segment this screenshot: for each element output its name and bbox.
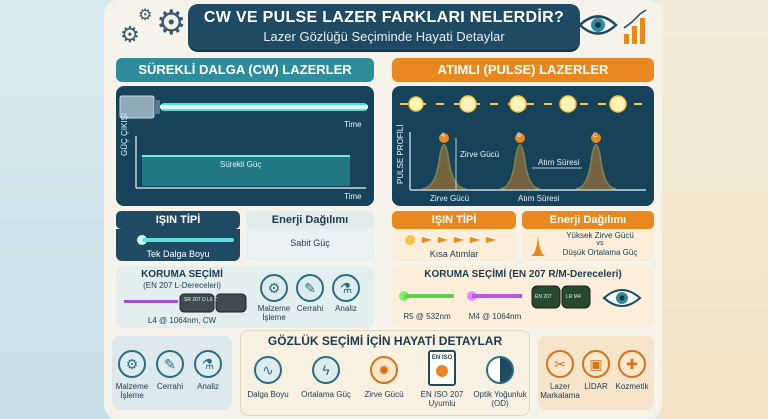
bottom-item-3: Zirve Gücü [364,390,404,399]
peak-power-label: Zirve Gücü [460,150,500,159]
pulse-glasses-text-left: EN 207 [535,294,552,300]
pulse-graph: A B C PULSE PROFİLİ Zirve Gücü Atım Süre… [392,86,654,206]
cosmetic-icon: ✚ [618,350,646,378]
pulse-xlabel-left: Zirve Gücü [430,194,470,203]
eye-icon [578,15,618,35]
laser-marking-icon: ✂ [546,350,574,378]
gear-icon: ⚙ [120,22,140,47]
cw-level-label: Sürekli Güç [220,160,262,169]
pulse-graph-ylabel: PULSE PROFİLİ [396,124,405,184]
peak-c-label: C [593,133,598,139]
chart-icon [623,9,647,44]
pulse-rating-purple: M4 @ 1064nm [468,312,522,321]
surgery-icon: ✎ [156,350,184,378]
page-header: CW VE PULSE LAZER FARKLARI NELERDİR? Laz… [188,4,580,50]
surgery-icon: ✎ [296,274,324,302]
left-icon-label-1: Malzeme İşleme [115,382,149,400]
cw-icon-label-3: Analiz [335,304,357,313]
cw-energy-title: Enerji Dağılımı [246,211,374,229]
peak-b-label: B [517,133,522,139]
mini-pulse-icon [530,236,546,256]
bottom-item-4: EN ISO 207 Uyumlu [420,390,464,408]
cw-protection-box: KORUMA SEÇİMİ (EN 207 L-Dereceleri) SR 2… [116,266,374,328]
cw-beam-line [137,235,234,245]
pulse-beam-type-text: Kısa Atımlar [429,249,479,259]
cw-graph-xlabel: Time [344,192,362,201]
pulse-xlabel-right: Atım Süresi [518,194,560,203]
cw-glasses-graphic [124,293,247,313]
cw-glasses-text: SR 207 D L6 Z [184,297,218,303]
optical-density-icon [486,356,514,384]
bottom-item-2: Ortalama Güç [301,390,351,399]
pulse-protection-graphic [399,285,642,309]
pulse-energy-box: Yüksek Zirve Gücü vs Düşük Ortalama Güç [522,229,654,261]
left-icon-label-3: Analiz [197,382,219,391]
power-icon: ϟ [312,356,340,384]
peak-sun-icon: ✹ [370,356,398,384]
page-subtitle: Lazer Gözlüğü Seçiminde Hayati Detaylar [263,29,505,44]
pulse-beam-type-title: IŞIN TİPİ [392,211,516,229]
pulse-energy-line1: Yüksek Zirve Gücü [566,231,634,240]
cw-icon-label-1: Malzeme İşleme [257,304,291,322]
pulse-section-title: ATIMLI (PULSE) LAZERLER [392,58,654,82]
cw-beam-type-box: Tek Dalga Boyu [116,229,240,261]
microscope-icon: ⚗ [332,274,360,302]
cw-protection-sub: (EN 207 L-Dereceleri) [143,281,221,290]
cw-protection-rating: L4 @ 1064nm, CW [147,316,217,325]
gear-icon: ⚙ [156,4,187,42]
certificate-icon: EN ISO [428,350,456,386]
pulse-energy-vs: vs [596,240,604,247]
left-background [0,0,110,419]
cw-beam-type-title: IŞIN TİPİ [116,211,240,229]
bottom-item-5: Optik Yoğunluk (OD) [473,390,527,408]
pulse-duration-label: Atım Süresi [538,158,580,167]
peak-a-label: A [441,133,446,139]
bottom-item-1: Dalga Boyu [247,390,289,399]
pulse-protection-title: KORUMA SEÇİMİ (EN 207 R/M-Dereceleri) [424,269,622,280]
pulse-protection-box: KORUMA SEÇİMİ (EN 207 R/M-Dereceleri) EN… [392,266,654,328]
pulse-rating-green: R5 @ 532nm [403,312,451,321]
cw-beam-type-text: Tek Dalga Boyu [146,249,210,259]
left-icon-label-2: Cerrahi [156,382,184,391]
cw-graph-ylabel: GÜÇ ÇIKIŞI [120,112,129,156]
cw-beam-graphic [119,95,368,189]
pulse-beam-type-box: Kısa Atımlar [392,229,516,261]
certificate-label: EN ISO [431,355,453,361]
pulse-beam-line [405,235,496,245]
pulse-beam-graphic [400,95,646,191]
wavelength-icon: ∿ [254,356,282,384]
right-icon-label-1: Lazer Markalama [540,382,580,400]
right-icon-label-3: Kozmetik [615,382,649,391]
pulse-glasses-text-right: LR M4 [566,294,581,300]
gear-icon: ⚙ [138,7,153,24]
cw-energy-text: Sabit Güç [246,229,374,261]
cw-graph: GÜÇ ÇIKIŞI Sürekli Güç Time Time [116,86,374,206]
cw-beam-time-label: Time [344,120,362,129]
microscope-icon: ⚗ [194,350,222,378]
cw-icon-label-2: Cerrahi [296,304,324,313]
cw-section-title: SÜREKLİ DALGA (CW) LAZERLER [116,58,374,82]
bottom-title: GÖZLÜK SEÇİMİ İÇİN HAYATİ DETAYLAR [267,334,503,348]
right-background [658,0,768,419]
material-processing-icon: ⚙ [260,274,288,302]
page-title: CW VE PULSE LAZER FARKLARI NELERDİR? [203,9,565,26]
pulse-energy-line2: Düşük Ortalama Güç [562,248,638,257]
lidar-icon: ▣ [582,350,610,378]
certificate-seal [436,365,448,377]
pulse-energy-title: Enerji Dağılımı [522,211,654,229]
material-processing-icon: ⚙ [118,350,146,378]
right-icon-label-2: LİDAR [584,382,608,391]
cw-protection-title: KORUMA SEÇİMİ [141,269,223,280]
